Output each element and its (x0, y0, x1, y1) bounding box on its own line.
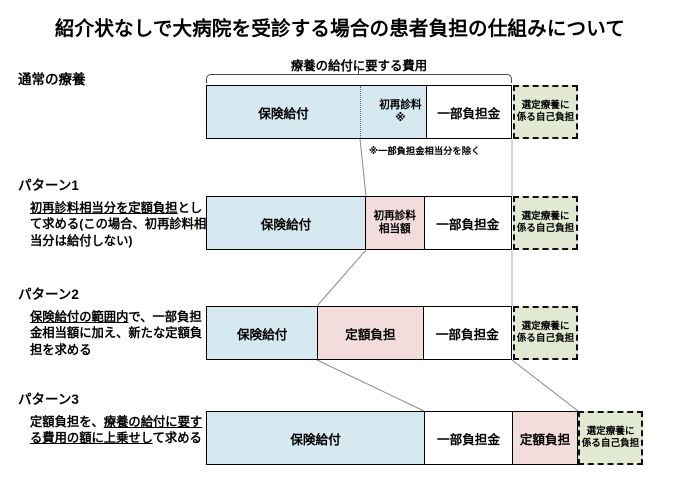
segment-initial-revisit-equivalent: 初再診料相当額 (364, 197, 424, 249)
segment-insurance-benefit: 保険給付 (207, 86, 360, 138)
segment-label: 初再診料※ (379, 98, 422, 124)
segment-selected-treatment-self-pay: 選定療養に係る自己負担 (578, 411, 643, 465)
segment-selected-treatment-self-pay: 選定療養に係る自己負担 (513, 306, 578, 360)
desc-rest: として求める(この場合、初再診料相当分は給付しない) (30, 201, 207, 248)
desc-lead: 定額負担を、 (30, 415, 104, 429)
connector-p2-to-p3-right (511, 359, 579, 412)
row-description-pattern1: 初再診料相当分を定額負担として求める(この場合、初再診料相当分は給付しない) (30, 200, 210, 249)
row-heading-pattern2: パターン2 (18, 287, 79, 302)
connector-p2-to-p3-left (316, 359, 425, 412)
segment-copayment: 一部負担金 (423, 197, 511, 249)
segment-insurance-benefit: 保険給付 (207, 412, 424, 464)
segment-insurance-benefit: 保険給付 (207, 307, 318, 359)
segment-copayment: 一部負担金 (425, 86, 511, 138)
segment-label: 選定療養に係る自己負担 (581, 426, 640, 449)
desc-rest: で、一部負担金相当額に加え、新たな定額負担を求める (30, 310, 203, 357)
row-description-pattern2: 保険給付の範囲内で、一部負担金相当額に加え、新たな定額負担を求める (30, 309, 210, 358)
segment-selected-treatment-self-pay: 選定療養に係る自己負担 (513, 85, 578, 139)
row-heading-normal: 通常の療養 (18, 72, 86, 87)
desc-underline-part: 保険給付の範囲内 (30, 310, 129, 324)
segment-copayment: 一部負担金 (422, 307, 511, 359)
cost-bracket-label: 療養の給付に要する費用 (290, 59, 428, 73)
segment-initial-revisit-fee: 初再診料※ (359, 86, 426, 138)
segment-label: 選定療養に係る自己負担 (516, 100, 575, 123)
desc-underline-part: 初再診料相当分を定額負担 (30, 201, 178, 215)
bar-pattern1: 保険給付 初再診料相当額 一部負担金 (206, 196, 512, 250)
segment-label: 選定療養に係る自己負担 (516, 211, 575, 234)
bar-pattern3: 保険給付 一部負担金 定額負担 (206, 411, 578, 465)
bar-normal: 保険給付 初再診料※ 一部負担金 (206, 85, 512, 139)
connector-p1-to-p2-left (316, 249, 367, 307)
desc-rest: て求める (152, 431, 202, 446)
row-heading-pattern3: パターン3 (18, 392, 79, 407)
segment-flat-payment: 定額負担 (317, 307, 423, 359)
segment-flat-payment: 定額負担 (512, 412, 577, 464)
cost-bracket-stem (358, 68, 359, 75)
desc-underline-part: 療養の給付に要する費用の額に上乗せし (30, 415, 203, 446)
segment-selected-treatment-self-pay: 選定療養に係る自己負担 (513, 196, 578, 250)
segment-insurance-benefit: 保険給付 (207, 197, 365, 249)
cost-bracket (206, 74, 512, 83)
segment-label: 初再診料相当額 (373, 209, 416, 235)
row-description-pattern3: 定額負担を、療養の給付に要する費用の額に上乗せして求める (30, 414, 210, 447)
connector-normal-to-p1-left (359, 138, 367, 197)
footnote-note: ※一部負担金相当分を除く (369, 146, 481, 156)
segment-label: 選定療養に係る自己負担 (516, 321, 575, 344)
page-title: 紹介状なしで大病院を受診する場合の患者負担の仕組みについて (54, 18, 626, 40)
row-heading-pattern1: パターン1 (18, 178, 79, 193)
segment-copayment: 一部負担金 (424, 412, 512, 464)
bar-pattern2: 保険給付 定額負担 一部負担金 (206, 306, 512, 360)
